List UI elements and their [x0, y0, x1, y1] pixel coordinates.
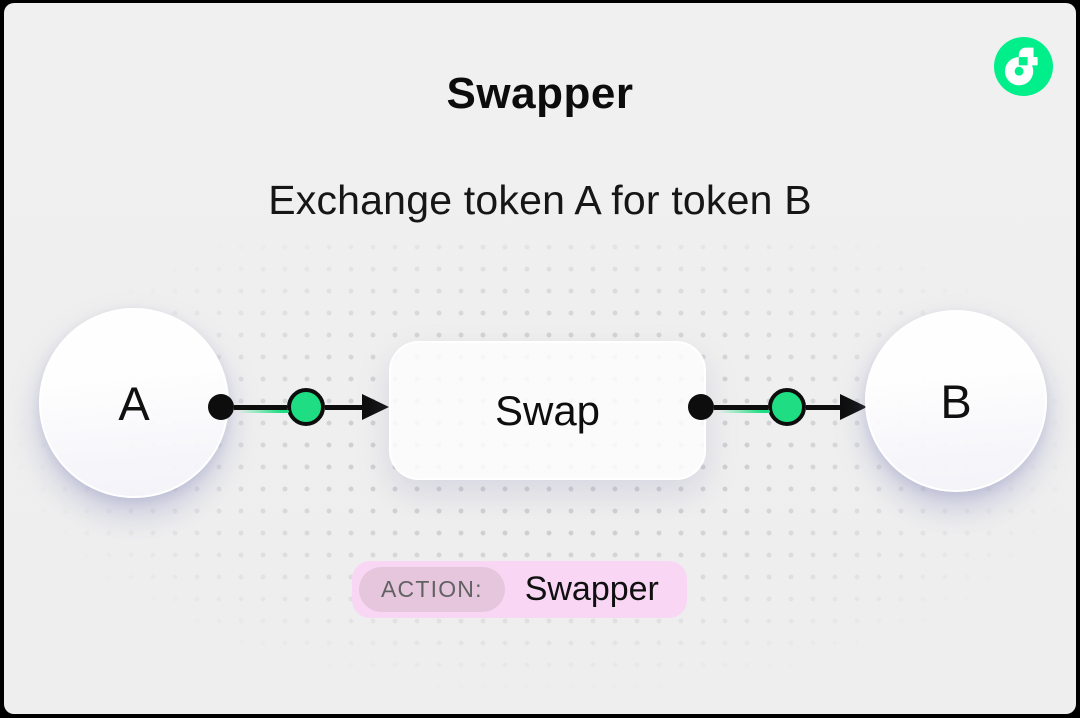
token-node-b-label: B: [940, 374, 972, 428]
arrow-head-icon: [362, 394, 389, 420]
token-node-a: A: [39, 308, 229, 498]
connector-wire: [806, 404, 840, 410]
canvas-card: Swapper Exchange token A for token B A S…: [4, 3, 1076, 714]
action-badge: ACTION: Swapper: [352, 561, 687, 618]
connector-a-to-swap: [208, 388, 390, 426]
swap-node-label: Swap: [494, 386, 601, 434]
action-badge-value: Swapper: [524, 570, 659, 608]
swap-action-node: Swap: [389, 341, 706, 480]
page-subtitle: Exchange token A for token B: [268, 177, 812, 223]
flow-logo-icon: [994, 37, 1053, 96]
connector-start-dot: [208, 394, 234, 420]
connector-wire: [714, 404, 770, 413]
token-node-b: B: [865, 310, 1047, 492]
connector-start-dot: [688, 394, 714, 420]
connector-wire: [325, 404, 362, 410]
token-node-a-label: A: [118, 376, 150, 430]
connector-green-dot: [287, 388, 325, 426]
connector-wire: [234, 404, 289, 413]
arrow-head-icon: [840, 394, 867, 420]
action-badge-label: ACTION:: [359, 567, 505, 612]
page-title: Swapper: [446, 69, 634, 118]
connector-swap-to-b: [688, 388, 867, 426]
connector-green-dot: [768, 388, 806, 426]
